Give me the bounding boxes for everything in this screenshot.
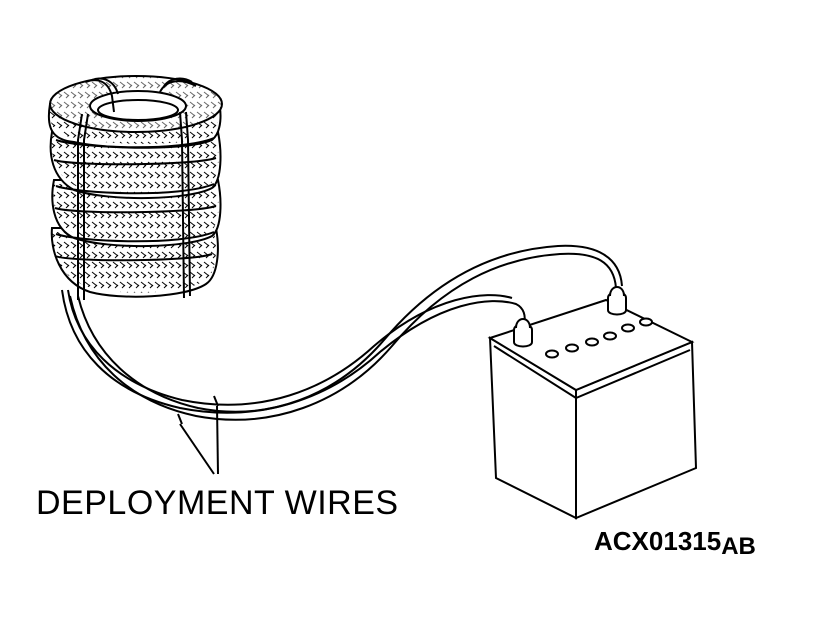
battery-terminal-far — [607, 286, 627, 316]
tire-1 — [47, 75, 223, 149]
battery — [487, 286, 698, 520]
figure-code-main: ACX01315 — [594, 526, 722, 556]
figure-code-suffix: AB — [721, 533, 756, 560]
leader-line-2 — [216, 405, 219, 475]
tire-stack — [47, 75, 223, 300]
tire-2 — [49, 131, 222, 199]
figure-code: ACX01315AB — [594, 526, 756, 560]
battery-terminal-near — [513, 318, 533, 348]
wire-a — [61, 289, 526, 414]
wire-b — [69, 252, 617, 421]
leader-line-1 — [179, 423, 215, 475]
deployment-wires-label: DEPLOYMENT WIRES — [36, 484, 399, 522]
battery-caps — [545, 317, 653, 359]
deployment-wires — [61, 244, 623, 475]
tire-straps — [77, 77, 197, 300]
